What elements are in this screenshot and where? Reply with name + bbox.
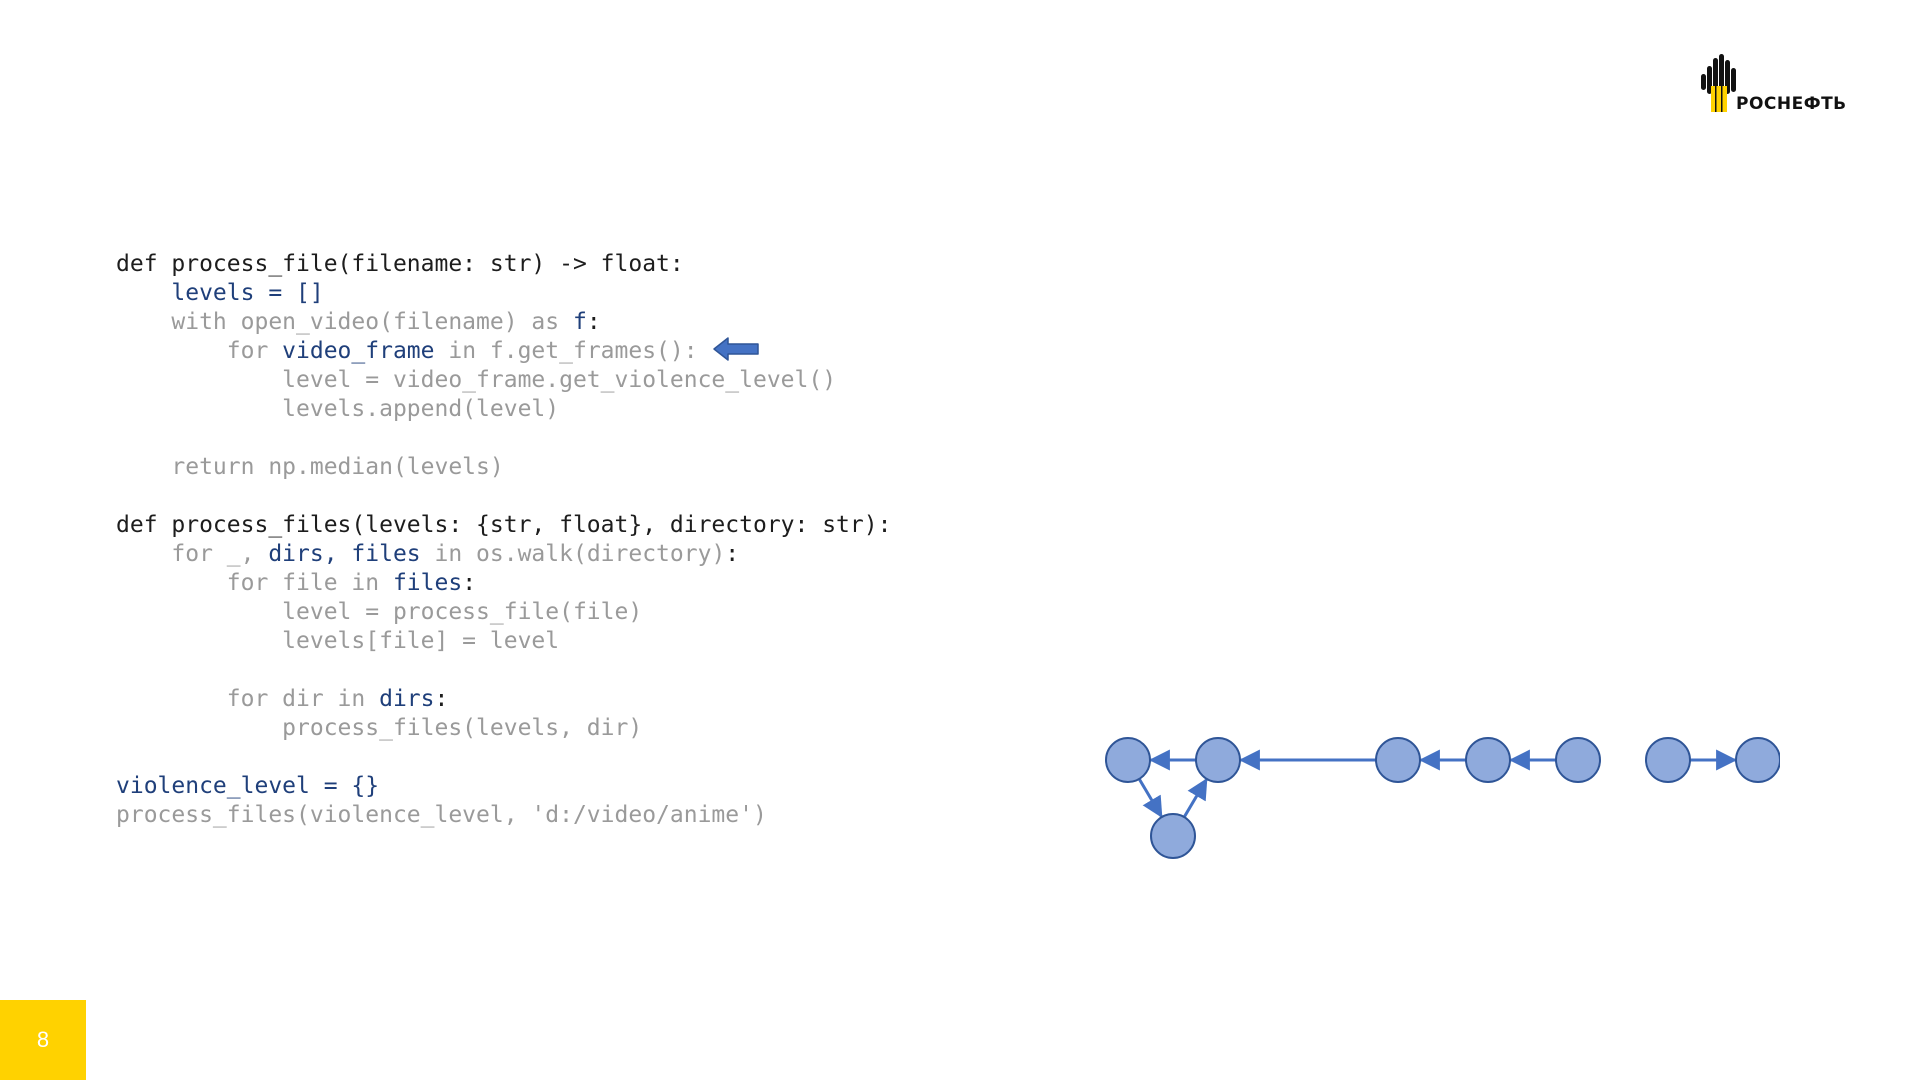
graph-node [1105,737,1151,783]
code-token: in f.get_frames(): [434,338,698,364]
code-line: for file in files: [116,569,891,598]
code-token: process_files(violence_level, 'd:/video/… [116,802,767,828]
code-token: for _, [116,541,269,567]
code-line: for _, dirs, files in os.walk(directory)… [116,540,891,569]
graph-node [1195,737,1241,783]
page-number: 8 [0,1000,86,1080]
code-blank-line [116,424,891,453]
code-token: : [725,541,740,567]
code-line: levels = [] [116,279,891,308]
graph-edge [1137,778,1163,819]
code-blank-line [116,743,891,772]
code-token: f [572,309,587,335]
rosneft-logo: РОСНЕФТЬ [1700,54,1870,116]
code-token: process_files(levels, dir) [116,715,643,741]
code-line: for video_frame in f.get_frames(): [116,336,891,366]
graph-node [1150,813,1196,859]
graph-node [1465,737,1511,783]
code-line: level = process_file(file) [116,598,891,627]
graph-node [1645,737,1691,783]
graph-nodes [1105,737,1780,859]
code-line: def process_files(levels: {str, float}, … [116,511,891,540]
code-token: violence_level = {} [116,773,380,799]
logo-text: РОСНЕФТЬ [1736,94,1847,114]
code-line: levels.append(level) [116,395,891,424]
code-line: with open_video(filename) as f: [116,308,891,337]
graph-node [1375,737,1421,783]
code-line: for dir in dirs: [116,685,891,714]
code-token: in os.walk(directory) [420,541,726,567]
rosneft-emblem-icon [1701,54,1736,112]
graph-diagram [1105,737,1780,859]
code-token: dirs, files [268,541,421,567]
code-token: for dir in [116,686,380,712]
code-token: def process_files(levels: {str, float}, … [116,512,892,538]
code-line: process_files(violence_level, 'd:/video/… [116,801,891,830]
code-line: violence_level = {} [116,772,891,801]
code-token: levels = [] [116,280,324,306]
code-line: return np.median(levels) [116,453,891,482]
code-token: : [586,309,601,335]
code-blank-line [116,482,891,511]
code-line: levels[file] = level [116,627,891,656]
code-token: for file in [116,570,393,596]
code-line: process_files(levels, dir) [116,714,891,743]
code-token: def process_file(filename: str) -> float… [116,251,684,277]
code-token: levels.append(level) [116,396,560,422]
graph-node [1555,737,1601,783]
code-token: level = process_file(file) [116,599,643,625]
code-block: def process_file(filename: str) -> float… [116,250,891,830]
code-token: : [434,686,449,712]
code-token: video_frame [282,338,435,364]
code-token: dirs [379,686,435,712]
code-token: : [462,570,477,596]
code-token: levels[file] = level [116,628,560,654]
code-line: def process_file(filename: str) -> float… [116,250,891,279]
code-token: files [392,570,463,596]
code-token: return np.median(levels) [116,454,504,480]
code-blank-line [116,656,891,685]
graph-edge [1182,777,1208,818]
code-token: level = video_frame.get_violence_level() [116,367,837,393]
code-token: with open_video(filename) as [116,309,573,335]
left-arrow-icon [712,336,759,361]
graph-edges [1137,749,1738,819]
graph-node [1735,737,1780,783]
code-line: level = video_frame.get_violence_level() [116,366,891,395]
code-token: for [116,338,283,364]
